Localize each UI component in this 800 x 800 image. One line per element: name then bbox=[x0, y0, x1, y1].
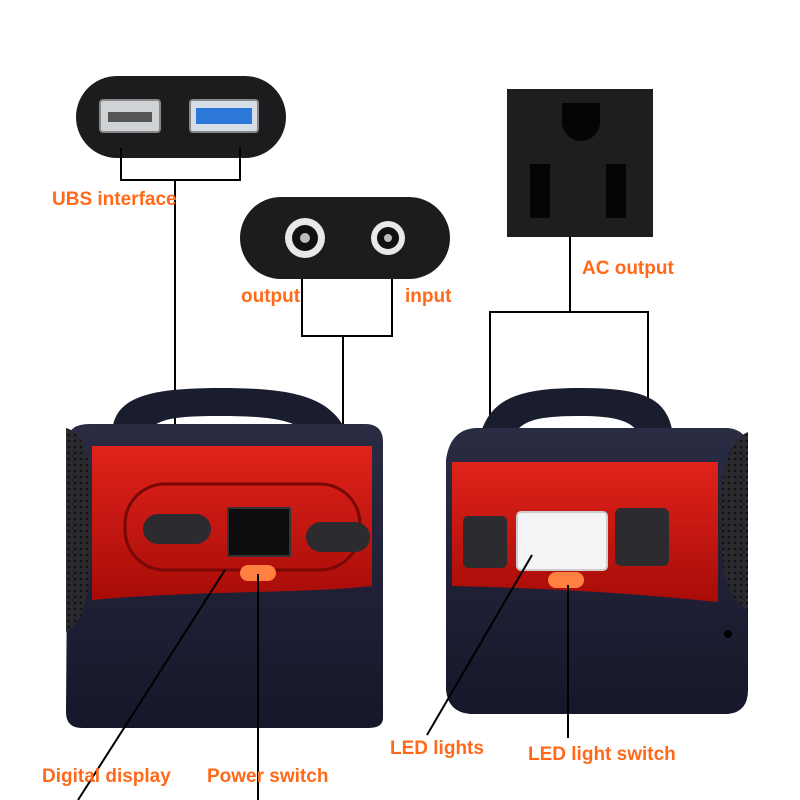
dc-port-panel bbox=[240, 197, 450, 279]
input-label: input bbox=[405, 286, 452, 307]
output-label: output bbox=[241, 286, 301, 307]
ac-bracket-line bbox=[489, 237, 649, 470]
led-light-switch-label: LED light switch bbox=[528, 744, 676, 765]
left-power-station bbox=[66, 388, 383, 728]
display-pointer-line bbox=[77, 569, 226, 800]
ac-output-label: AC output bbox=[582, 258, 674, 279]
led-lights-label: LED lights bbox=[390, 738, 484, 759]
ac-outlet bbox=[507, 89, 653, 237]
digital-display-label: Digital display bbox=[42, 766, 171, 787]
power-switch-label: Power switch bbox=[207, 766, 329, 787]
usb-port-panel bbox=[76, 76, 286, 158]
led-pointer-line bbox=[426, 554, 533, 736]
usb-interface-label: UBS interface bbox=[52, 189, 177, 210]
right-power-station bbox=[446, 388, 748, 714]
